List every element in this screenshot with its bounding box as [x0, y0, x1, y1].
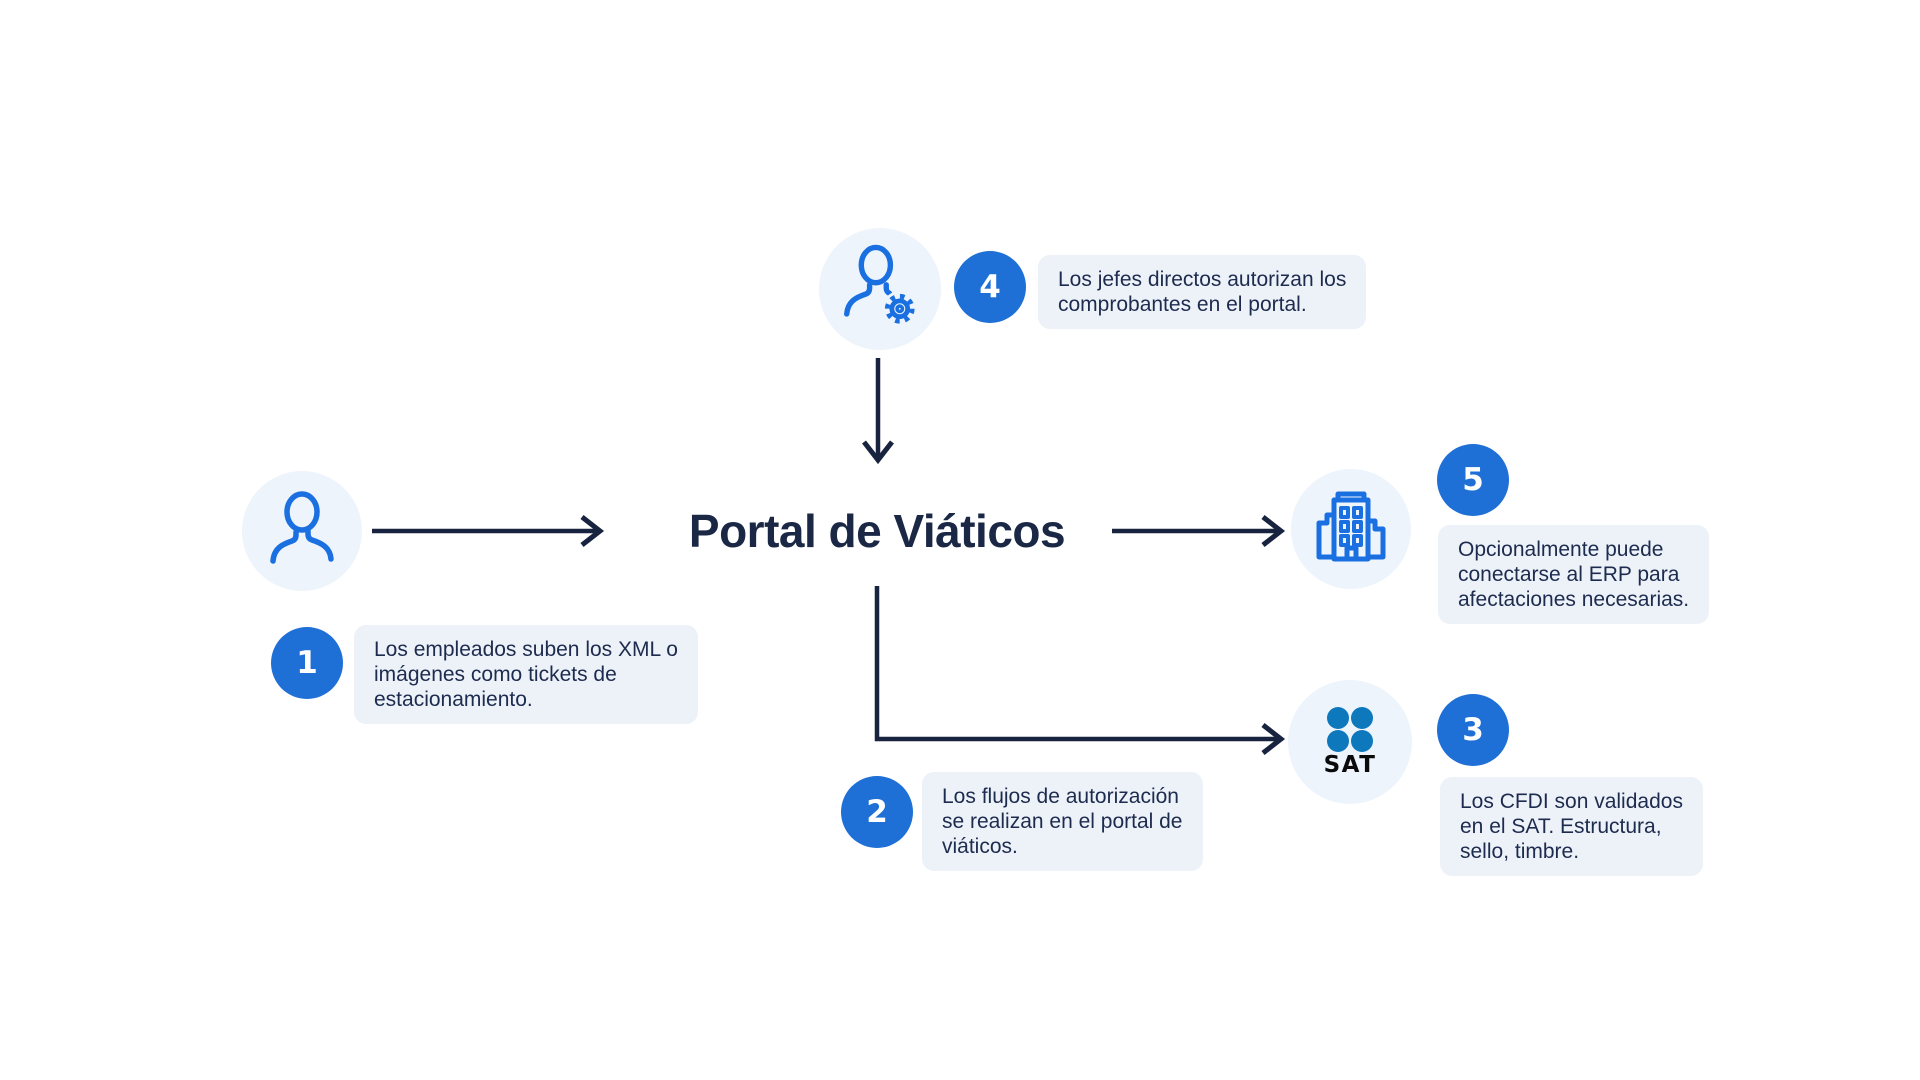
- step-description-4: Los jefes directos autorizan los comprob…: [1038, 255, 1367, 329]
- step-badge-4: 4: [954, 251, 1026, 323]
- arrow-employee-to-portal: [372, 515, 605, 547]
- employee-node: [242, 471, 362, 591]
- building-icon: [1316, 491, 1386, 562]
- step-badge-5: 5: [1437, 444, 1509, 516]
- arrow-portal-to-sat: [874, 586, 1286, 755]
- person-icon: [270, 491, 334, 564]
- sat-logo-text: SAT: [1323, 752, 1377, 778]
- step-description-5: Opcionalmente puede conectarse al ERP pa…: [1438, 525, 1710, 624]
- page-title: Portal de Viáticos: [688, 505, 1066, 557]
- step-description-2: Los flujos de autorización se realizan e…: [922, 772, 1203, 871]
- person-gear-icon: [844, 244, 918, 327]
- step-description-3: Los CFDI son validados en el SAT. Estruc…: [1440, 777, 1703, 876]
- arrow-manager-to-portal: [862, 358, 894, 465]
- step-badge-2: 2: [841, 776, 913, 848]
- step-badge-1: 1: [271, 627, 343, 699]
- erp-node: [1291, 469, 1411, 589]
- manager-node: [819, 228, 941, 350]
- step-description-1: Los empleados suben los XML o imágenes c…: [354, 625, 698, 724]
- arrow-portal-to-erp: [1112, 515, 1286, 547]
- step-badge-3: 3: [1437, 694, 1509, 766]
- sat-node: SAT: [1288, 680, 1412, 804]
- sat-logo-dots-icon: [1327, 707, 1373, 752]
